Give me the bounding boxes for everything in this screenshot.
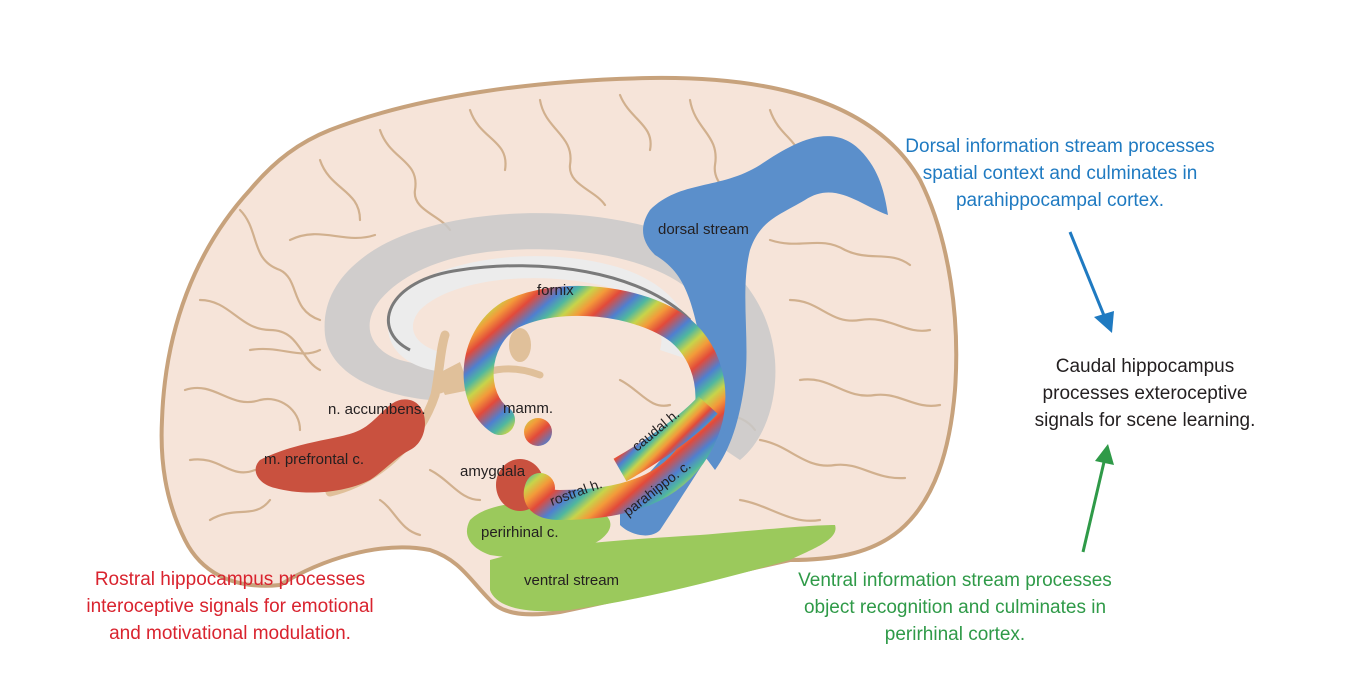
corpus-callosum — [388, 256, 692, 372]
arrow-down-icon — [1068, 231, 1114, 333]
dorsal-note-line2: spatial context and culminates in — [922, 163, 1198, 184]
arrow-up-icon — [1081, 444, 1114, 553]
label-amygdala: amygdala — [460, 463, 526, 480]
rostral-note-line1: Rostral hippocampus processes — [94, 569, 366, 590]
hippocampus-fornix-arc — [463, 285, 726, 521]
caudal-note-line3: signals for scene learning. — [1034, 410, 1256, 431]
beige-stem — [435, 362, 470, 395]
dorsal-note-line3: parahippocampal cortex. — [955, 190, 1165, 211]
caudal-note-line1: Caudal hippocampus — [1055, 356, 1235, 377]
label-dorsal-stream: dorsal stream — [658, 221, 749, 238]
label-perirhinal: perirhinal c. — [481, 524, 559, 541]
rostral-note-line3: and motivational modulation. — [109, 623, 351, 644]
accumbens-prefrontal-region — [255, 399, 425, 493]
label-n-accumbens: n. accumbens. — [328, 401, 426, 418]
caudal-note: Caudal hippocampus processes exterocepti… — [1010, 353, 1280, 434]
caudal-hippocampus-band — [613, 396, 718, 482]
caudal-note-line2: processes exteroceptive — [1042, 383, 1248, 404]
label-m-prefrontal: m. prefrontal c. — [264, 451, 364, 468]
ventral-note-line3: perirhinal cortex. — [884, 624, 1026, 645]
mammillary-body — [524, 418, 552, 446]
ventral-note-line1: Ventral information stream processes — [798, 570, 1112, 591]
ventral-note: Ventral information stream processes obj… — [755, 567, 1155, 648]
dorsal-note: Dorsal information stream processes spat… — [855, 133, 1265, 214]
ventral-note-line2: object recognition and culminates in — [803, 597, 1107, 618]
label-fornix: fornix — [537, 282, 574, 299]
fornix-arc — [386, 264, 692, 352]
rostral-note: Rostral hippocampus processes interocept… — [45, 566, 415, 647]
label-mamm: mamm. — [503, 400, 553, 417]
label-ventral-stream: ventral stream — [524, 572, 619, 589]
rostral-note-line2: interoceptive signals for emotional — [86, 596, 374, 617]
dorsal-note-line1: Dorsal information stream processes — [905, 136, 1215, 157]
beige-nucleus — [509, 328, 531, 362]
dorsal-stream-region — [643, 136, 888, 470]
